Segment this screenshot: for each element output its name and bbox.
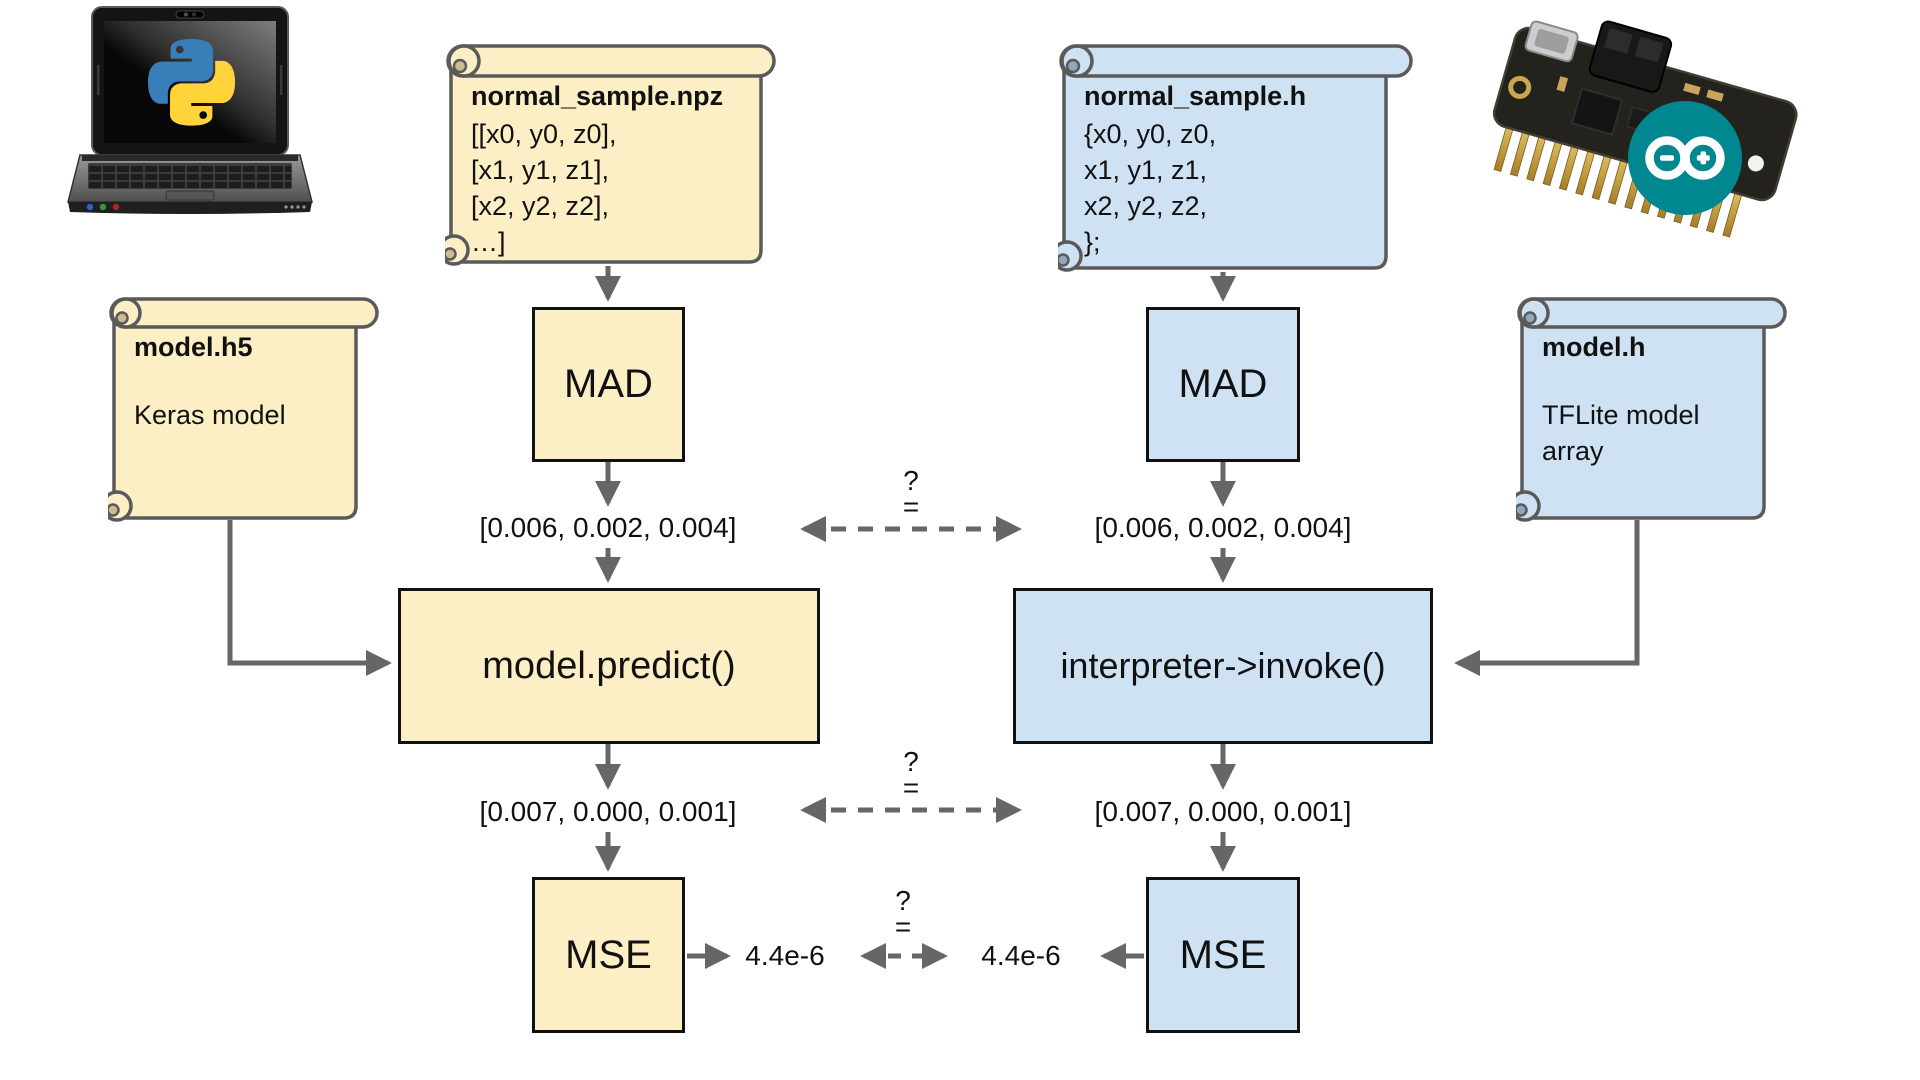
npz-scroll-body: [[x0, y0, z0], [x1, y1, z1], [x2, y2, z2… (471, 119, 617, 257)
arduino-logo-icon (1628, 101, 1742, 215)
invoke-output-arduino: [0.007, 0.000, 0.001] (1094, 796, 1352, 827)
comparator-output-row: ? = (886, 746, 936, 803)
mad-output-python: [0.006, 0.002, 0.004] (479, 512, 737, 543)
mse-result-python: 4.4e-6 (745, 940, 825, 971)
mse-result-arduino: 4.4e-6 (981, 940, 1061, 971)
laptop-base (67, 154, 313, 214)
question-mark: ? (895, 885, 911, 916)
scroll-shape (1058, 44, 1413, 272)
question-mark: ? (903, 746, 919, 777)
scroll-normal-sample-h: normal_sample.h {x0, y0, z0, x1, y1, z1,… (1058, 38, 1414, 276)
h-scroll-body: {x0, y0, z0, x1, y1, z1, x2, y2, z2, }; (1084, 119, 1217, 257)
comparator-mse-row: ? = (878, 885, 928, 942)
scroll-shape (445, 44, 776, 266)
scroll-normal-sample-npz: normal_sample.npz [[x0, y0, z0], [x1, y1… (445, 38, 777, 270)
model-h-body: TFLite model array (1542, 400, 1700, 466)
model-predict-box: model.predict() (398, 588, 820, 744)
python-logo-icon (148, 39, 236, 126)
npz-scroll-title: normal_sample.npz (471, 81, 724, 111)
python-laptop-illustration (67, 6, 313, 214)
interpreter-invoke-box: interpreter->invoke() (1013, 588, 1433, 744)
equals-sign: = (902, 491, 920, 522)
comparator-mad-row: ? = (886, 465, 936, 522)
scroll-shape (108, 297, 379, 522)
scroll-model-h5: model.h5 Keras model (108, 293, 380, 525)
connector-modelh5-to-predict (227, 520, 392, 676)
scroll-model-h: model.h TFLite model array (1516, 293, 1788, 525)
connector-modelh-to-invoke (1454, 520, 1640, 676)
model-h5-title: model.h5 (134, 332, 253, 362)
mse-box-python: MSE (532, 877, 685, 1033)
predict-output-python: [0.007, 0.000, 0.001] (479, 796, 737, 827)
equals-sign: = (894, 911, 912, 942)
mad-box-python: MAD (532, 307, 685, 462)
scroll-shape (1516, 297, 1787, 522)
equals-sign: = (902, 772, 920, 803)
mse-box-arduino: MSE (1146, 877, 1300, 1033)
mad-box-arduino: MAD (1146, 307, 1300, 462)
model-h-title: model.h (1542, 332, 1646, 362)
question-mark: ? (903, 465, 919, 496)
arduino-feather-board-illustration (1492, 20, 1798, 238)
mad-output-arduino: [0.006, 0.002, 0.004] (1094, 512, 1352, 543)
model-h5-body: Keras model (134, 400, 286, 430)
h-scroll-title: normal_sample.h (1084, 81, 1307, 111)
